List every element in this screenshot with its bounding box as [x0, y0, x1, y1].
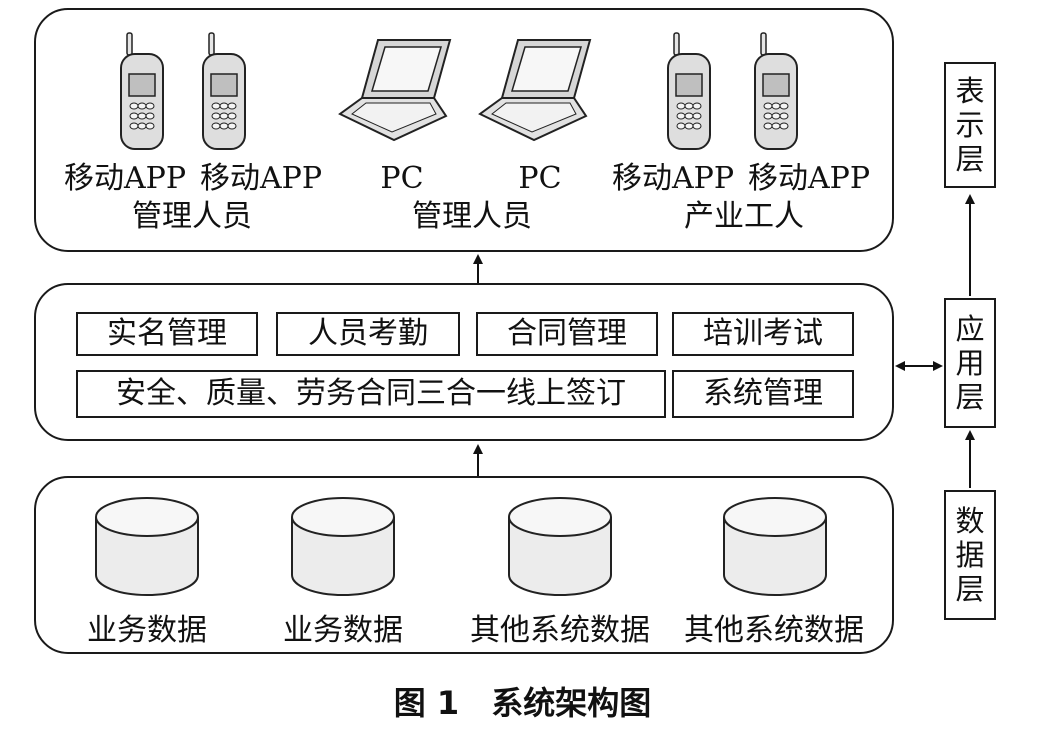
data-store-label: 业务数据 — [283, 613, 403, 648]
database-cylinder-icon — [291, 497, 395, 596]
figure-caption: 图 1 系统架构图 — [393, 684, 652, 722]
user-group-label: 管理人员 — [132, 199, 252, 234]
device-label: 移动APP — [747, 161, 871, 196]
mobile-phone-icon — [202, 32, 246, 150]
device-label: 移动APP — [199, 161, 323, 196]
device-label: 移动APP — [63, 161, 187, 196]
device-label: PC — [380, 161, 424, 196]
laptop-icon — [338, 39, 452, 142]
user-group-label: 产业工人 — [684, 199, 804, 234]
data-store-label: 业务数据 — [87, 613, 207, 648]
data-store-label: 其他系统数据 — [470, 613, 650, 648]
presentation-layer-box — [34, 8, 894, 252]
module-box: 实名管理 — [76, 312, 258, 356]
side-label-data: 数据层 — [944, 490, 996, 620]
side-label-text: 数据层 — [955, 504, 985, 606]
data-store-label: 其他系统数据 — [684, 613, 864, 648]
laptop-icon — [478, 39, 592, 142]
database-cylinder-icon — [508, 497, 612, 596]
mobile-phone-icon — [754, 32, 798, 150]
module-box: 合同管理 — [476, 312, 658, 356]
database-cylinder-icon — [95, 497, 199, 596]
side-label-application: 应用层 — [944, 298, 996, 428]
module-box-wide: 安全、质量、劳务合同三合一线上签订 — [76, 370, 666, 418]
side-label-presentation: 表示层 — [944, 62, 996, 188]
module-box: 培训考试 — [672, 312, 854, 356]
user-group-label: 管理人员 — [412, 199, 532, 234]
device-label: PC — [518, 161, 562, 196]
module-box: 人员考勤 — [276, 312, 460, 356]
mobile-phone-icon — [120, 32, 164, 150]
device-label: 移动APP — [611, 161, 735, 196]
side-label-text: 表示层 — [955, 74, 985, 176]
database-cylinder-icon — [723, 497, 827, 596]
side-label-text: 应用层 — [955, 312, 985, 414]
module-box: 系统管理 — [672, 370, 854, 418]
mobile-phone-icon — [667, 32, 711, 150]
